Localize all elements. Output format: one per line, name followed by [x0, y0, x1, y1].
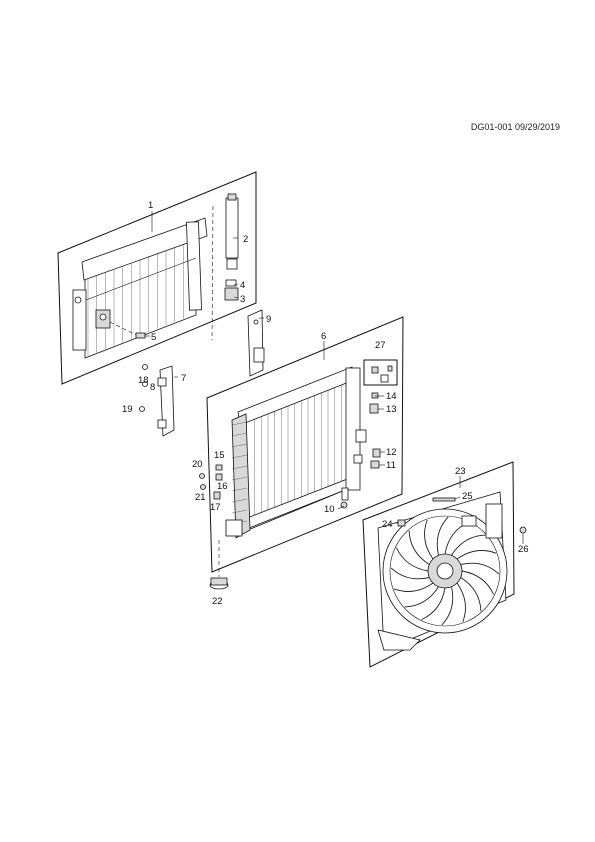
callout-7: 7: [181, 373, 186, 384]
callout-11: 11: [386, 460, 396, 471]
callout-9: 9: [266, 314, 271, 325]
part-13[interactable]: [369, 403, 379, 414]
bolt-5-axis: [109, 321, 137, 336]
callout-8: 8: [150, 382, 155, 393]
callout-21: 21: [195, 492, 206, 503]
callout-19: 19: [122, 404, 133, 415]
part-11[interactable]: [370, 460, 380, 469]
callout-27: 27: [375, 340, 386, 351]
fan-shroud[interactable]: [377, 491, 508, 651]
callout-numbers: 1 2 3 4 5 6 7 8 9 10 11 12 13 14 15 16 1…: [122, 200, 529, 607]
callout-24: 24: [382, 519, 393, 530]
radiator-group-frame: [206, 316, 404, 573]
condenser-group-frame: [57, 171, 257, 385]
part-21[interactable]: [200, 484, 206, 490]
callout-25: 25: [462, 491, 473, 502]
callout-23: 23: [455, 466, 466, 477]
part-16[interactable]: [215, 473, 223, 481]
bolt-5[interactable]: [135, 332, 146, 339]
callout-13: 13: [386, 404, 397, 415]
part-25[interactable]: [432, 497, 456, 502]
callout-10: 10: [324, 504, 335, 515]
callout-12: 12: [386, 447, 397, 458]
callout-15: 15: [214, 450, 225, 461]
part-17[interactable]: [213, 491, 221, 500]
callout-26: 26: [518, 544, 529, 555]
callout-14: 14: [386, 391, 397, 402]
condenser-assembly-line: [211, 205, 214, 341]
radiator-core[interactable]: [225, 366, 367, 539]
part-24[interactable]: [397, 519, 406, 527]
callout-20: 20: [192, 459, 203, 470]
condenser-core[interactable]: [72, 217, 208, 359]
callout-16: 16: [217, 481, 228, 492]
callout-17: 17: [210, 502, 221, 513]
left-bracket-7[interactable]: [139, 364, 175, 437]
dryer-receiver[interactable]: [224, 193, 239, 301]
document-id: DG01-001 09/29/2019: [470, 122, 560, 132]
callout-6: 6: [321, 331, 326, 342]
radiator-assembly-group: [199, 316, 404, 573]
callout-1: 1: [148, 200, 153, 211]
radiator-mount-22[interactable]: [209, 540, 229, 590]
part-20[interactable]: [199, 473, 205, 479]
condenser-assembly-group: [57, 171, 257, 385]
right-bracket-9[interactable]: [247, 309, 265, 377]
callout-5: 5: [151, 332, 156, 343]
fan-group-frame: [362, 461, 515, 668]
callout-3: 3: [240, 294, 245, 305]
callout-4: 4: [240, 280, 245, 291]
callout-2: 2: [243, 234, 248, 245]
part-26[interactable]: [519, 526, 527, 534]
callout-22: 22: [212, 596, 223, 607]
part-14[interactable]: [371, 392, 379, 399]
fittings-kit-27: [363, 359, 398, 386]
callout-18: 18: [138, 375, 149, 386]
fan-shroud-assembly-group: [362, 461, 527, 668]
part-12[interactable]: [372, 448, 381, 458]
leader-lines: [145, 211, 524, 544]
part-15[interactable]: [215, 464, 223, 471]
